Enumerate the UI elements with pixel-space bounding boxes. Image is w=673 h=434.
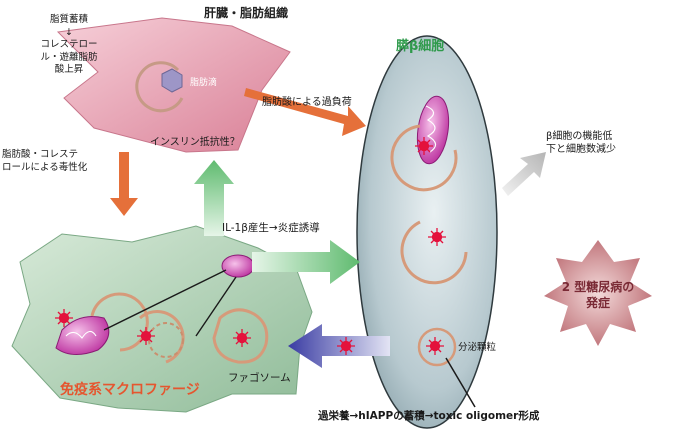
phagosome-label: ファゴソーム <box>228 372 291 385</box>
lipid-overload-label: 脂肪酸による過負荷 <box>262 96 352 109</box>
lipid-accumulation-note: 脂質蓄積 ↓ コレステロー ル・遊離脂肪 酸上昇 <box>30 14 108 77</box>
beta-cell <box>357 36 497 428</box>
beta-cell-title: 膵β細胞 <box>396 40 444 53</box>
secretory-granule-label: 分泌顆粒 <box>458 341 496 354</box>
arrow-grey-dysfunction <box>502 152 546 196</box>
arrow-lipotoxicity <box>110 152 138 216</box>
liver-tissue-title: 肝臓・脂肪組織 <box>204 7 288 20</box>
il1-inflammation-label: IL-1β産生→炎症誘導 <box>222 222 320 235</box>
lipotoxicity-label: 脂肪酸・コレステ ロールによる毒性化 <box>2 148 112 174</box>
lipid-droplet-label: 脂肪滴 <box>190 77 217 90</box>
type2-diabetes-label: 2 型糖尿病の 発症 <box>548 279 648 311</box>
macrophage-title: 免疫系マクロファージ <box>60 384 200 397</box>
iapp-pathway-label: 過栄養→hIAPPの蓄積→toxic oligomer形成 <box>318 410 539 423</box>
beta-dysfunction-label: β細胞の機能低 下と細胞数減少 <box>546 130 656 156</box>
insulin-resistance-label: インスリン抵抗性？ <box>150 136 240 149</box>
